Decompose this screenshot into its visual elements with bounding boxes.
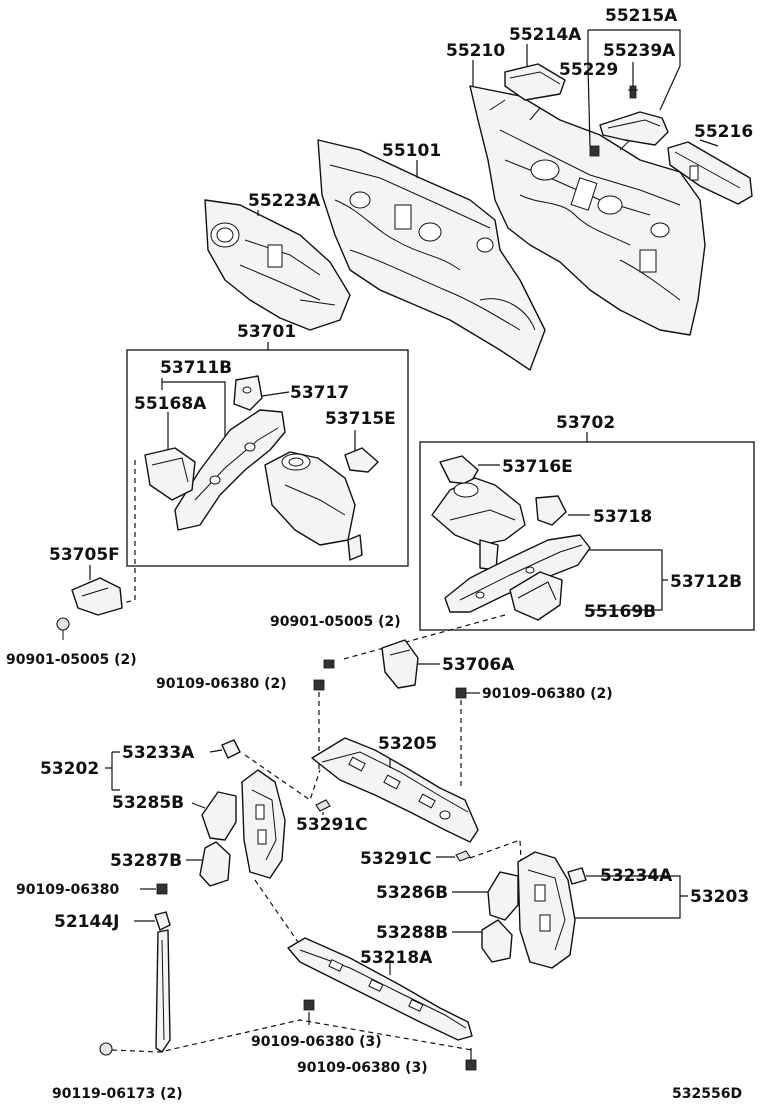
apron-53712B [444,534,591,613]
apron-53711B [174,409,286,531]
label-55223A: 55223A [248,191,321,211]
label-53705F: 53705F [49,545,120,565]
label-53715E: 53715E [325,409,396,429]
dash-insulator-55210 [469,85,706,336]
label-53291C-b: 53291C [360,849,432,869]
rod-52144J [99,911,473,1056]
bolt-90109-06380-right [455,687,480,790]
label-53203: 53203 [690,887,749,907]
clip-55239A [628,85,638,99]
label-53233A: 53233A [122,743,195,763]
clip-55229 [589,145,600,157]
label-90119-06173: 90119-06173 (2) [52,1086,183,1102]
label-90109-06380-2-right: 90109-06380 (2) [482,686,613,702]
label-53702: 53702 [556,413,615,433]
label-55229: 55229 [559,60,618,80]
leaders-53702 [478,432,668,611]
mount-53718 [431,477,567,571]
label-90109-06380-3-a: 90109-06380 (3) [251,1034,382,1050]
label-53716E: 53716E [502,457,573,477]
clip-53291C-left [315,799,331,815]
cover-53285B [191,791,237,841]
bracket-55168A [144,447,196,501]
label-53711B: 53711B [160,358,232,378]
label-53717: 53717 [290,383,349,403]
label-90901-05005-left: 90901-05005 (2) [6,652,137,668]
gusset-53717 [233,375,263,411]
label-90109-06380-3-b: 90109-06380 (3) [297,1060,428,1076]
label-53286B: 53286B [376,883,448,903]
label-90109-06380: 90109-06380 [16,882,119,898]
bracket-53705F [56,460,136,640]
label-52144J: 52144J [54,912,119,932]
support-lower-53218A [254,879,477,1071]
silencer-55223A [204,199,351,331]
support-side-53203 [517,851,688,969]
label-55168A: 55168A [134,394,207,414]
label-53291C-a: 53291C [296,815,368,835]
label-53202: 53202 [40,759,99,779]
pad-55214A [504,63,566,101]
label-55169B: 55169B [584,602,656,622]
label-53288B: 53288B [376,923,448,943]
cover-53286B [452,871,519,921]
label-55101: 55101 [382,141,441,161]
label-53218A: 53218A [360,948,433,968]
label-55216: 55216 [694,122,753,142]
gusset-53716E [439,455,479,485]
label-55210: 55210 [446,41,505,61]
label-53706A: 53706A [442,655,515,675]
duct-53288B [452,919,513,963]
label-90901-05005-right: 90901-05005 (2) [270,614,401,630]
label-90109-06380-2-left: 90109-06380 (2) [156,676,287,692]
duct-53287B [186,841,231,887]
support-upper-53205 [311,737,479,843]
label-53285B: 53285B [112,793,184,813]
support-side-53202 [105,739,321,879]
support-53715E [264,447,379,561]
label-53701: 53701 [237,322,296,342]
label-53205: 53205 [378,734,437,754]
dash-panel-55101 [317,139,546,371]
label-53712B: 53712B [670,572,742,592]
label-55239A: 55239A [603,41,676,61]
bolt-90109-06380-single [140,883,168,895]
cover-55215A [599,111,669,146]
label-55214A: 55214A [509,25,582,45]
bracket-55169B [509,571,563,621]
leaders-top [257,29,719,216]
drawing-number: 532556D [672,1086,742,1102]
bracket-53706A [323,614,506,689]
clip-53291C-right [436,839,523,881]
bracket-55216 [667,141,753,205]
label-55215A: 55215A [605,6,678,26]
label-53234A: 53234A [600,866,673,886]
label-53287B: 53287B [110,851,182,871]
label-53718: 53718 [593,507,652,527]
